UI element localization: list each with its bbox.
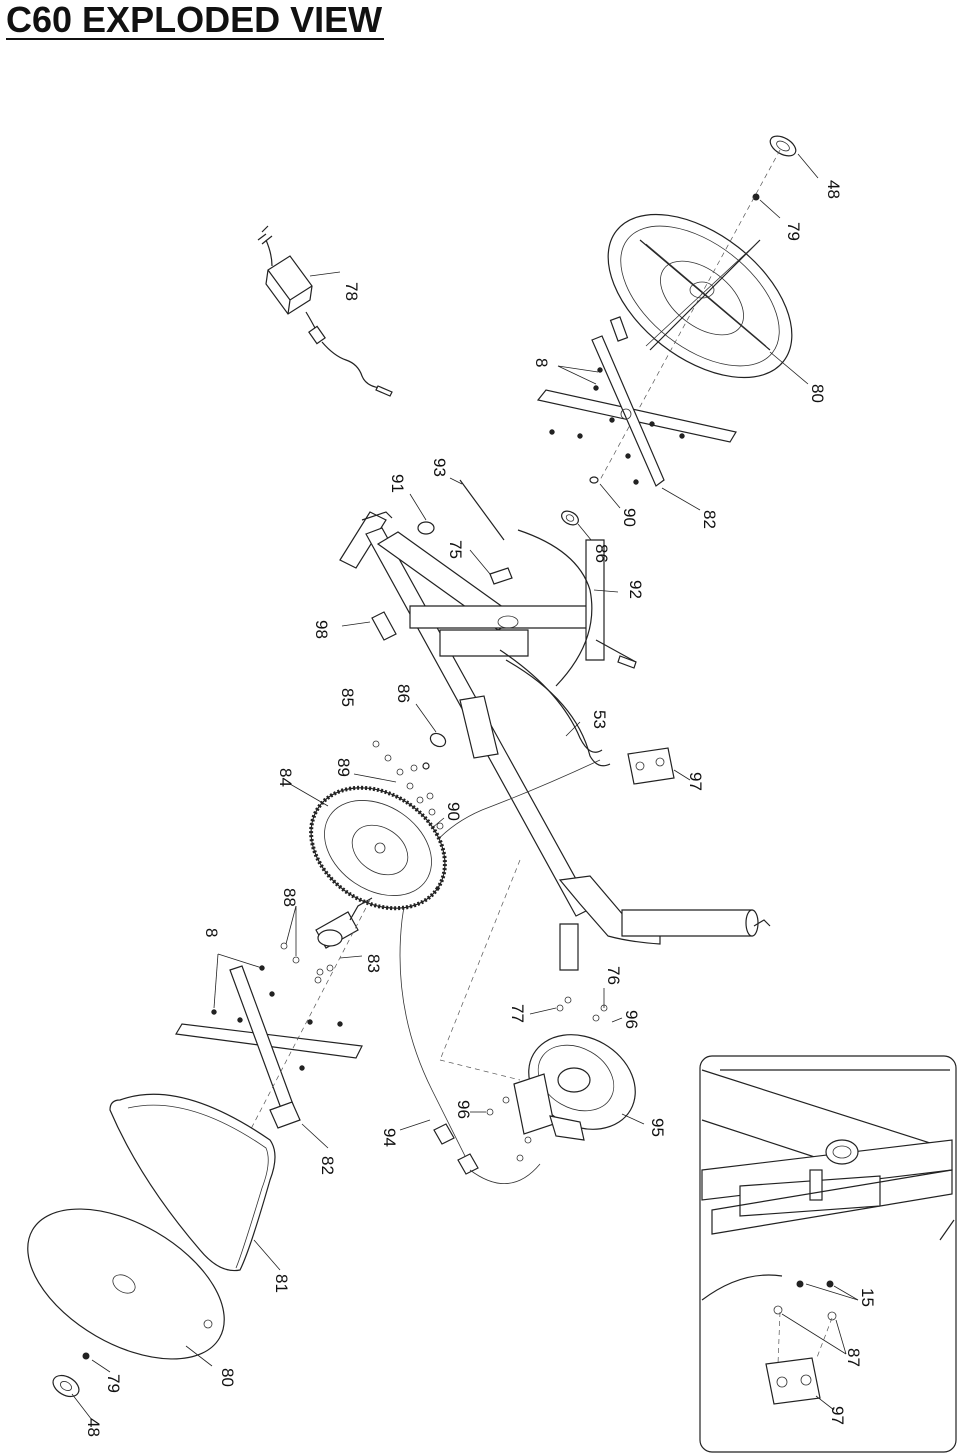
side-cover-bottom: [27, 1208, 225, 1360]
callout-94: 94: [380, 1128, 399, 1147]
callout-96-right: 96: [622, 1010, 641, 1029]
callout-82-top: 82: [700, 510, 719, 529]
callout-85: 85: [338, 688, 357, 707]
brake-assembly: [486, 996, 636, 1162]
callout-95: 95: [648, 1118, 667, 1137]
callout-80-top: 80: [808, 384, 827, 403]
callout-98: 98: [312, 620, 331, 639]
small-parts-upper: [371, 479, 513, 770]
main-frame: [339, 511, 771, 971]
callout-79-bottom: 79: [104, 1374, 123, 1393]
callout-84: 84: [276, 768, 295, 787]
page-title: C60 EXPLODED VIEW: [6, 0, 383, 40]
power-adapter: [257, 225, 393, 397]
title-underline: [6, 38, 384, 40]
console-board: [627, 747, 675, 785]
callout-90-top: 90: [620, 508, 639, 527]
callout-86-top: 86: [592, 544, 611, 563]
cap-bottom: [52, 1352, 90, 1398]
callout-88: 88: [280, 888, 299, 907]
callout-77: 77: [508, 1004, 527, 1023]
callout-8-top: 8: [532, 358, 551, 367]
callout-80-bottom: 80: [218, 1368, 237, 1387]
cross-base-bottom: [175, 965, 363, 1129]
callouts: 78 48 79 80 8 82 93 91 75 86 90 92 98 85…: [84, 180, 877, 1437]
callout-92: 92: [626, 580, 645, 599]
callout-87: 87: [844, 1348, 863, 1367]
axle-hub: [280, 897, 373, 984]
callout-96-left: 96: [454, 1100, 473, 1119]
callout-93: 93: [430, 458, 449, 477]
callout-53: 53: [590, 710, 609, 729]
callout-90-mid: 90: [444, 802, 463, 821]
callout-79-top: 79: [784, 222, 803, 241]
callout-81: 81: [272, 1274, 291, 1293]
callout-8-mid: 8: [202, 928, 221, 937]
cap-top: [752, 135, 797, 201]
cover-shell: [109, 1093, 276, 1272]
callout-75: 75: [446, 540, 465, 559]
callout-48-bottom: 48: [84, 1418, 103, 1437]
callout-86-mid: 86: [394, 684, 413, 703]
callout-48-top: 48: [824, 180, 843, 199]
callout-76: 76: [604, 966, 623, 985]
callout-97-mid: 97: [686, 772, 705, 791]
callout-89: 89: [334, 758, 353, 777]
cross-base-top: [536, 316, 737, 487]
callout-78: 78: [342, 282, 361, 301]
flywheel: [309, 785, 447, 911]
inset-detail: [699, 1055, 957, 1453]
callout-97-inset: 97: [828, 1406, 847, 1425]
callout-91: 91: [388, 474, 407, 493]
callout-15: 15: [858, 1288, 877, 1307]
bolt-column: [372, 740, 444, 830]
callout-82-bottom: 82: [318, 1156, 337, 1175]
callout-83: 83: [364, 954, 383, 973]
